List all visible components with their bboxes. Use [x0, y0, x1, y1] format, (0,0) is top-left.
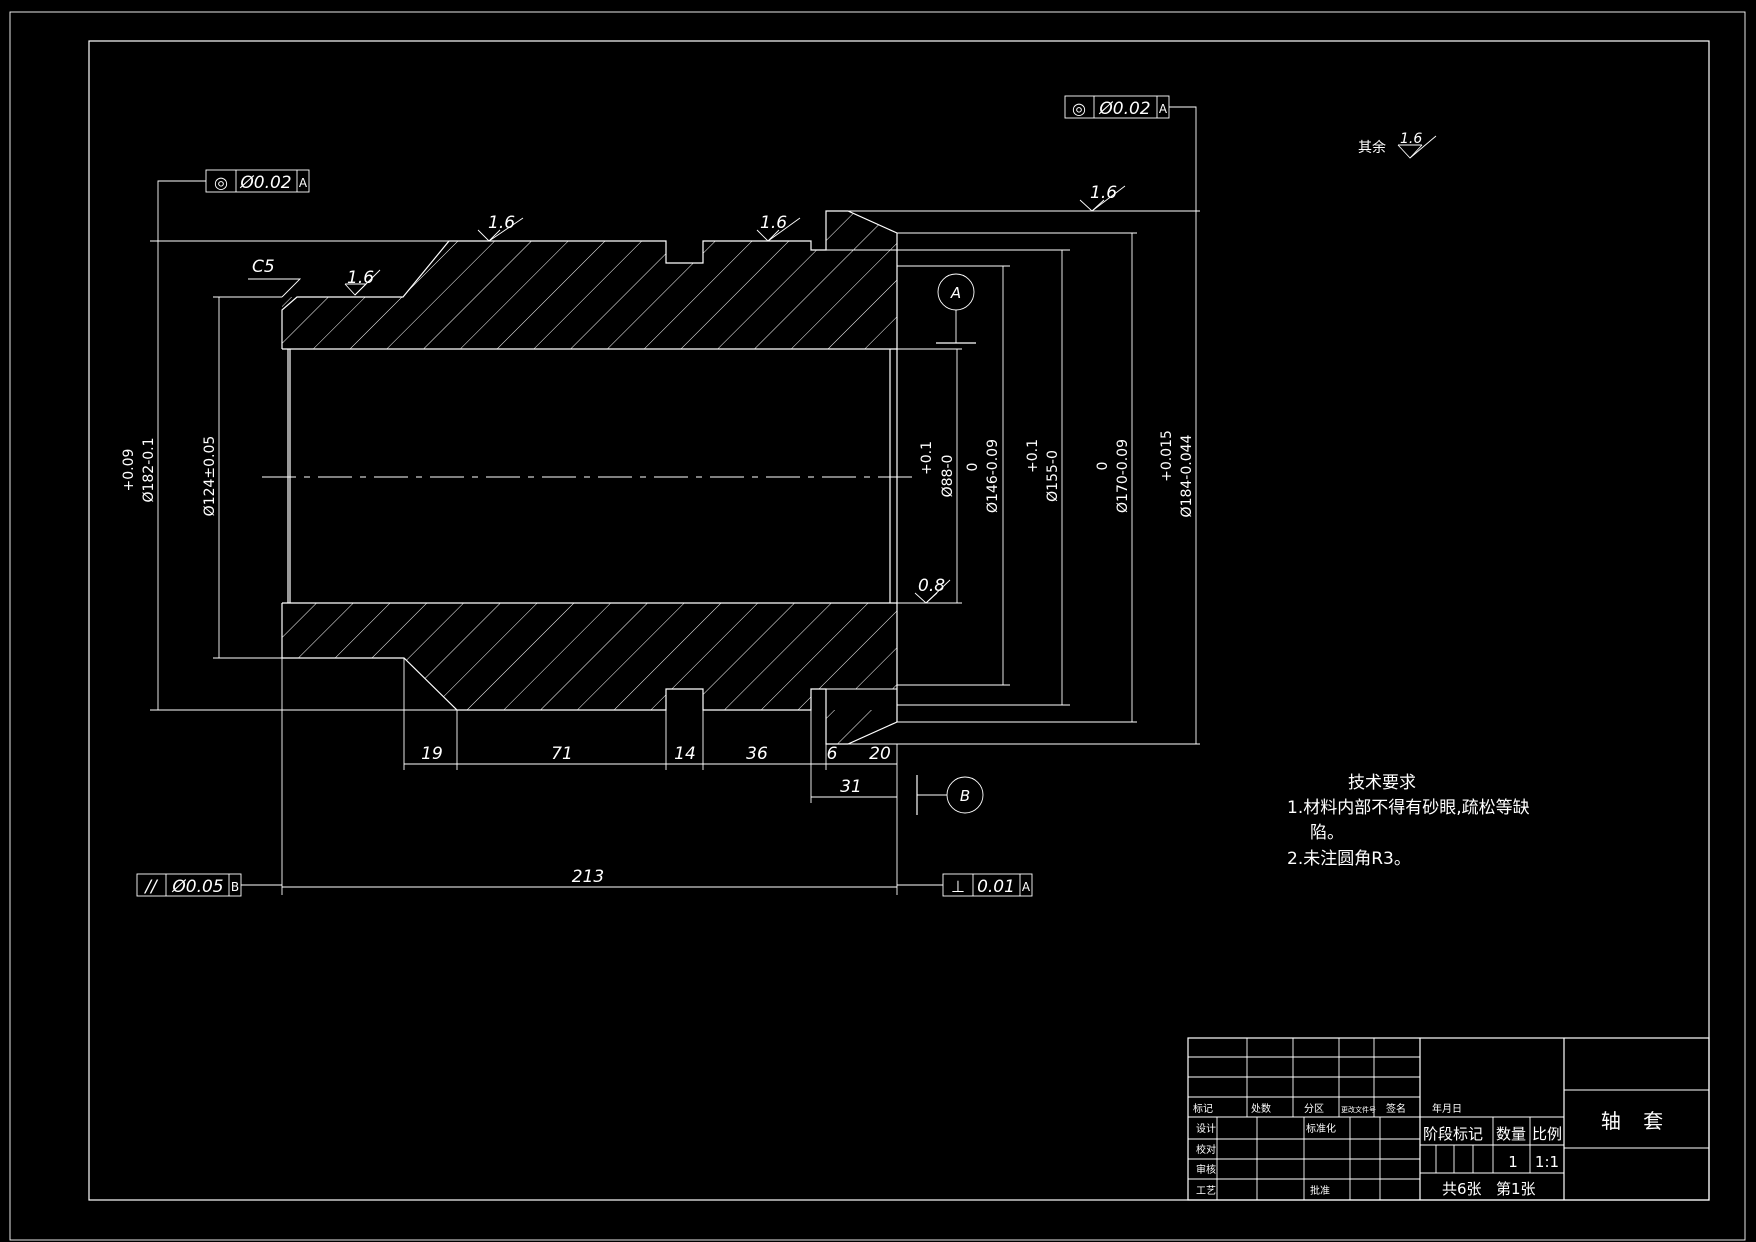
rest-roughness-value: 1.6: [1400, 131, 1422, 147]
tb-header-sign: 签名: [1386, 1102, 1406, 1115]
dim-l20: 20: [869, 744, 891, 764]
tb-stage-mark: 阶段标记: [1423, 1125, 1483, 1143]
dim-d170: Ø170-0.09: [1115, 439, 1131, 513]
dim-d88: Ø88-0: [940, 455, 956, 498]
roughness-value-2: 1.6: [488, 213, 515, 233]
tech-item-1: 1.材料内部不得有砂眼,疏松等缺: [1287, 798, 1530, 818]
dim-d146: Ø146-0.09: [985, 439, 1001, 513]
dim-d146-tol: 0: [965, 463, 981, 472]
tb-process: 工艺: [1196, 1185, 1216, 1197]
inner-border: [88, 40, 1710, 1201]
tb-approve: 批准: [1310, 1184, 1330, 1197]
fcf-bottom-right-datum: A: [1022, 880, 1031, 894]
fcf-bottom-left-datum: B: [231, 880, 239, 894]
fcf-bottom-left-tol: Ø0.05: [171, 877, 223, 897]
tb-header-mark: 标记: [1193, 1103, 1213, 1115]
roughness-value-5: 0.8: [918, 576, 945, 596]
datum-b-label: B: [960, 787, 970, 805]
dim-l14: 14: [674, 744, 696, 764]
tech-item-1-cont: 陷。: [1310, 823, 1344, 843]
dim-d155: Ø155-0: [1045, 450, 1061, 502]
dim-d184-tol: +0.015: [1159, 430, 1175, 482]
tb-ratio-value: 1:1: [1535, 1153, 1559, 1171]
tech-item-2: 2.未注圆角R3。: [1287, 849, 1411, 869]
chamfer-label: C5: [252, 257, 275, 277]
fcf-top-left: ◎ Ø0.02 A: [157, 169, 310, 241]
diameter-dimensions: +0.09 Ø182-0.1 Ø124±0.05 +0.1 Ø88-0 0 Ø1…: [121, 210, 1200, 745]
roughness-value-3: 1.6: [760, 213, 787, 233]
roughness-value-4: 1.6: [1090, 183, 1117, 203]
tb-standardization: 标准化: [1306, 1122, 1336, 1135]
roughness-symbols: C5 1.6 1.6 1.6 1.6 0.8 其余 1.6: [248, 131, 1437, 604]
fcf-bottom-right-tol: 0.01: [977, 877, 1015, 897]
dim-d88-tol: +0.1: [919, 441, 935, 475]
dim-l213: 213: [572, 867, 604, 887]
rest-roughness-label: 其余: [1358, 139, 1386, 156]
fcf-top-left-datum: A: [299, 176, 308, 190]
tech-heading: 技术要求: [1348, 773, 1416, 793]
fcf-bottom-left: // Ø0.05 B: [136, 873, 282, 897]
tb-design: 设计: [1196, 1122, 1216, 1135]
dim-l71: 71: [551, 744, 573, 764]
dim-l31: 31: [840, 777, 862, 797]
tb-review: 审核: [1196, 1163, 1216, 1176]
fcf-top-right-symbol: ◎: [1072, 99, 1086, 118]
tb-quantity-value: 1: [1508, 1153, 1518, 1171]
datum-a-label: A: [950, 284, 961, 302]
dim-d155-tol: +0.1: [1025, 439, 1041, 473]
fcf-top-left-tol: Ø0.02: [239, 173, 291, 193]
outer-border: [9, 11, 1746, 1241]
part-section: [262, 210, 920, 745]
dim-d170-tol: 0: [1095, 462, 1111, 471]
fcf-top-right: ◎ Ø0.02 A: [1064, 95, 1197, 211]
fcf-top-left-symbol: ◎: [214, 173, 228, 192]
title-block: 标记 处数 分区 更改文件号 签名 年月日 设计 标准化 校对 审核 工艺 批准…: [1187, 1037, 1710, 1201]
tb-part-name: 轴 套: [1601, 1109, 1671, 1133]
fcf-top-right-tol: Ø0.02: [1098, 99, 1150, 119]
fcf-bottom-left-symbol: //: [143, 877, 159, 897]
fcf-bottom-right-symbol: ⊥: [951, 877, 965, 896]
tb-sheets: 共6张: [1442, 1180, 1482, 1198]
fcf-bottom-right: ⊥ 0.01 A: [897, 873, 1033, 897]
tb-ratio: 比例: [1532, 1125, 1562, 1143]
tb-header-count: 处数: [1251, 1102, 1271, 1115]
dim-d124: Ø124±0.05: [202, 436, 218, 517]
tb-header-date: 年月日: [1432, 1102, 1462, 1115]
dim-d182-tol: +0.09: [121, 449, 137, 492]
tb-quantity: 数量: [1496, 1125, 1526, 1143]
tb-check: 校对: [1196, 1143, 1216, 1156]
tb-sheet-no: 第1张: [1496, 1180, 1536, 1198]
dim-l19: 19: [421, 744, 443, 764]
datums: A B: [916, 273, 984, 815]
length-dimensions: 19 71 14 36 6 20 31 213: [281, 658, 898, 895]
tb-header-change-doc: 更改文件号: [1341, 1105, 1376, 1114]
dim-d184: Ø184-0.044: [1179, 434, 1195, 517]
fcf-top-right-datum: A: [1159, 102, 1168, 116]
tb-header-zone: 分区: [1304, 1103, 1324, 1115]
technical-requirements: 技术要求 1.材料内部不得有砂眼,疏松等缺 陷。 2.未注圆角R3。: [1287, 773, 1530, 869]
dim-l36: 36: [746, 744, 768, 764]
roughness-value-1: 1.6: [347, 268, 374, 288]
dim-l6: 6: [827, 744, 838, 764]
dim-d182: Ø182-0.1: [141, 437, 157, 502]
